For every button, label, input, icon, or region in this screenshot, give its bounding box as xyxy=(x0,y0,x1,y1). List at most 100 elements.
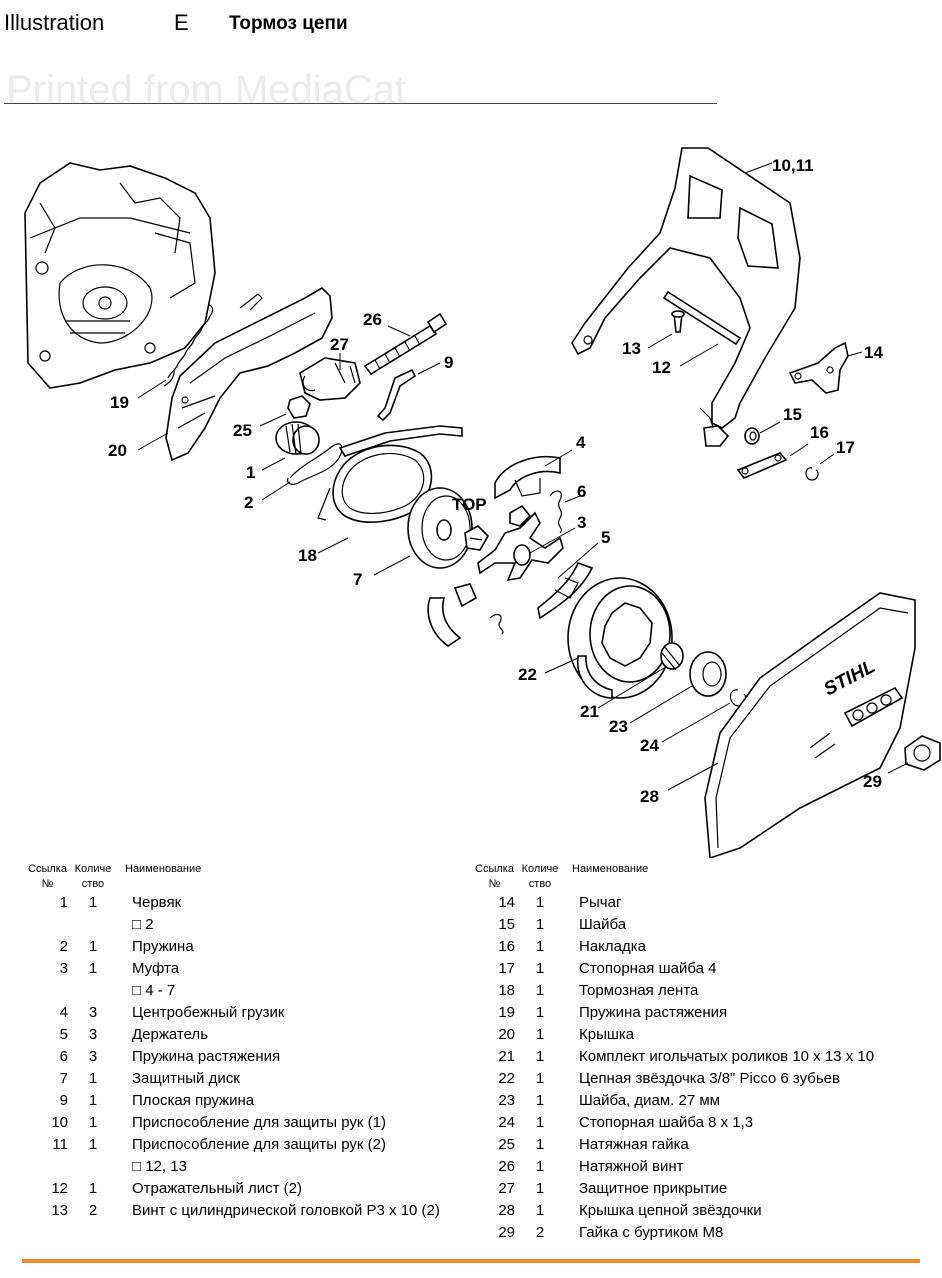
part-ref: 10 xyxy=(51,1114,68,1131)
part-ref: 11 xyxy=(52,1136,68,1153)
washer-15 xyxy=(744,427,760,445)
deflector-plate-12 xyxy=(662,290,742,346)
callout-label: 18 xyxy=(298,546,317,565)
part-qty: 1 xyxy=(88,1136,98,1153)
callout-label: 14 xyxy=(864,343,883,362)
part-name: Отражательный лист (2) xyxy=(132,1180,302,1197)
left-table-header: Ссылка № Количе ство Наименование xyxy=(25,862,445,894)
part-ref: 20 xyxy=(498,1026,515,1043)
protective-disc-7: TOP xyxy=(407,487,487,569)
part-ref: 4 xyxy=(59,1004,68,1021)
part-name: Защитный диск xyxy=(132,1070,240,1087)
part-name: Стопорная шайба 8 x 1,3 xyxy=(579,1114,754,1131)
callout-label: 1 xyxy=(246,463,255,482)
table-row: □ 2 xyxy=(28,914,468,936)
callout-label: 5 xyxy=(601,528,610,547)
callout-label: 21 xyxy=(580,702,599,721)
callout-label: 24 xyxy=(640,736,659,755)
table-row: 10 1 Приспособление для защиты рук (1) xyxy=(28,1112,468,1134)
part-name: Держатель xyxy=(132,1026,209,1043)
col-qty-header: Количе ство xyxy=(74,863,112,890)
table-row: □ 4 - 7 xyxy=(28,980,468,1002)
header-rule xyxy=(4,103,717,104)
part-qty: 1 xyxy=(88,1180,98,1197)
part-name: Натяжной винт xyxy=(579,1158,684,1175)
part-name: Комплект игольчатых роликов 10 x 13 x 10 xyxy=(579,1048,875,1065)
part-ref: 14 xyxy=(498,894,515,911)
retaining-washer-17 xyxy=(805,467,819,481)
clutch-spring-6 xyxy=(549,490,563,534)
part-qty: 1 xyxy=(535,1026,545,1043)
exploded-parts-diagram: TOP xyxy=(24,147,941,858)
part-qty: 2 xyxy=(88,1202,98,1219)
callout-label: 17 xyxy=(836,438,855,457)
part-qty: 1 xyxy=(88,960,98,977)
part-qty: 1 xyxy=(88,894,98,911)
part-name: Шайба, диам. 27 мм xyxy=(579,1092,720,1109)
part-qty: 3 xyxy=(88,1048,98,1065)
illustration-label: Illustration xyxy=(4,10,105,35)
part-name: Крышка цепной звёздочки xyxy=(579,1202,762,1219)
part-name: Приспособление для защиты рук (1) xyxy=(132,1114,386,1131)
callout-label: 16 xyxy=(810,423,829,442)
part-ref: 6 xyxy=(59,1048,68,1065)
part-name: Пружина растяжения xyxy=(132,1048,281,1065)
part-name: Натяжная гайка xyxy=(579,1136,689,1153)
part-qty: 1 xyxy=(535,982,545,999)
callout-label: 3 xyxy=(577,513,586,532)
holder-5 xyxy=(464,525,489,551)
part-qty: 1 xyxy=(535,916,545,933)
table-row: 20 1 Крышка xyxy=(475,1024,915,1046)
protective-cover-27 xyxy=(299,357,361,401)
part-name: □ 4 - 7 xyxy=(132,982,176,999)
part-ref: 22 xyxy=(498,1070,515,1087)
page-title: Тормоз цепи xyxy=(229,13,348,34)
part-qty: 3 xyxy=(88,1026,98,1043)
part-name: Пружина xyxy=(132,938,194,955)
part-name: Рычаг xyxy=(579,894,622,911)
part-name: Червяк xyxy=(132,894,182,911)
right-table-header: Ссылка № Количе ство Наименование xyxy=(472,862,912,894)
callout-label: 20 xyxy=(108,441,127,460)
part-qty: 1 xyxy=(535,1136,545,1153)
part-ref: 21 xyxy=(498,1048,515,1065)
callout-label: 2 xyxy=(244,493,253,512)
part-qty: 1 xyxy=(535,960,545,977)
part-qty: 1 xyxy=(88,1114,98,1131)
callout-label: 6 xyxy=(577,482,586,501)
callout-label: 26 xyxy=(363,310,382,329)
part-name: Стопорная шайба 4 xyxy=(579,960,717,977)
flat-spring-9 xyxy=(376,368,417,422)
extension-spring-19 xyxy=(163,304,214,387)
part-ref: 19 xyxy=(498,1004,515,1021)
part-name: Пружина растяжения xyxy=(579,1004,728,1021)
part-name: Крышка xyxy=(579,1026,635,1043)
part-qty: 1 xyxy=(535,1092,545,1109)
part-qty: 1 xyxy=(535,1202,545,1219)
cover-20 xyxy=(165,286,333,462)
part-qty: 1 xyxy=(535,894,545,911)
centrifugal-weight-4-left xyxy=(427,583,504,647)
part-name: Шайба xyxy=(579,916,627,933)
part-name: Защитное прикрытие xyxy=(579,1180,728,1197)
col-ref-header: Ссылка № xyxy=(28,863,67,890)
callout-label: 19 xyxy=(110,393,129,412)
callout-label: 29 xyxy=(863,772,882,791)
